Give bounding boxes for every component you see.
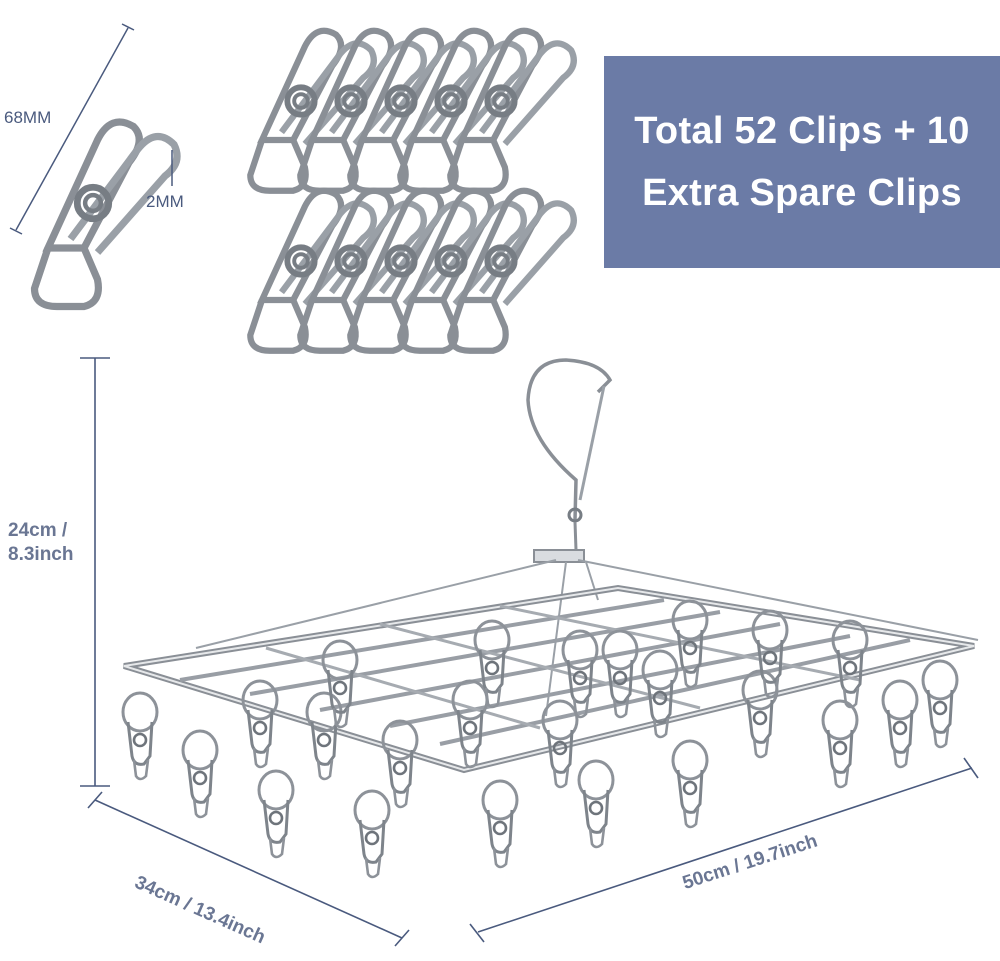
height-label-line-1: 24cm / xyxy=(8,520,68,541)
dimension-lines xyxy=(80,357,979,947)
spare-clips-image xyxy=(250,31,574,351)
banner-line-1: Total 52 Clips + 10 xyxy=(634,110,970,152)
drying-rack-image xyxy=(121,358,979,879)
clip-length-label: 68MM xyxy=(4,108,52,127)
banner-line-2: Extra Spare Clips xyxy=(642,172,962,214)
clip-count-banner: Total 52 Clips + 10 Extra Spare Clips xyxy=(604,56,1000,268)
single-clip-image xyxy=(9,23,177,307)
height-label-line-2: 8.3inch xyxy=(8,544,74,565)
wire-thickness-label: 2MM xyxy=(146,192,184,211)
